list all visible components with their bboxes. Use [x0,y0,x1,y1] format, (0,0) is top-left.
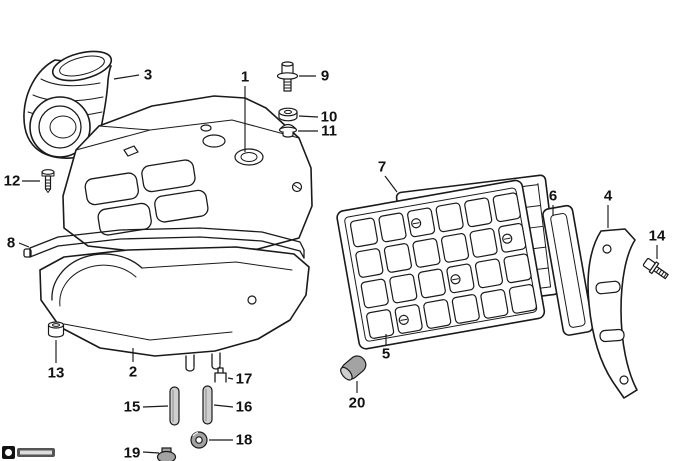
callout-label-12: 12 [3,172,21,190]
callout-label-11: 11 [321,122,337,140]
drain-valve-20 [340,355,367,381]
mounting-bracket [587,228,638,399]
lower-housing [39,246,310,372]
callout-label-1: 1 [240,68,250,86]
screw-12 [41,169,55,193]
washer-10 [278,107,298,122]
callout-label-4: 4 [603,187,613,205]
callout-label-3: 3 [143,66,153,84]
callout-label-6: 6 [548,187,558,205]
callout-label-13: 13 [47,364,65,382]
upper-housing [62,95,313,254]
callout-label-16: 16 [235,398,253,416]
bolt-14 [642,257,669,280]
callout-label-18: 18 [235,431,253,449]
filter-grille [336,179,546,350]
part-19 [156,447,177,461]
callout-label-19: 19 [123,444,141,461]
seal-frame [542,204,594,336]
callout-label-8: 8 [6,234,16,252]
clip-17 [214,367,227,383]
callout-label-7: 7 [377,158,387,176]
callout-label-20: 20 [348,394,366,412]
intake-hose [23,50,113,159]
nut-13 [47,321,65,338]
callout-label-5: 5 [381,345,391,363]
callout-label-14: 14 [648,227,666,245]
callout-label-15: 15 [123,398,141,416]
callout-label-9: 9 [320,67,330,85]
callout-label-2: 2 [128,363,138,381]
leader-lines [18,74,658,454]
cap-18 [190,431,208,449]
callout-label-17: 17 [235,370,253,388]
callout-label-10: 10 [320,108,338,126]
watermark-logo [2,446,55,459]
housing-gasket [23,227,305,259]
drain-tube-16 [202,385,213,425]
drain-tube-15 [169,386,180,426]
grommet-11 [278,123,298,138]
flange-bolt-9 [276,61,299,92]
